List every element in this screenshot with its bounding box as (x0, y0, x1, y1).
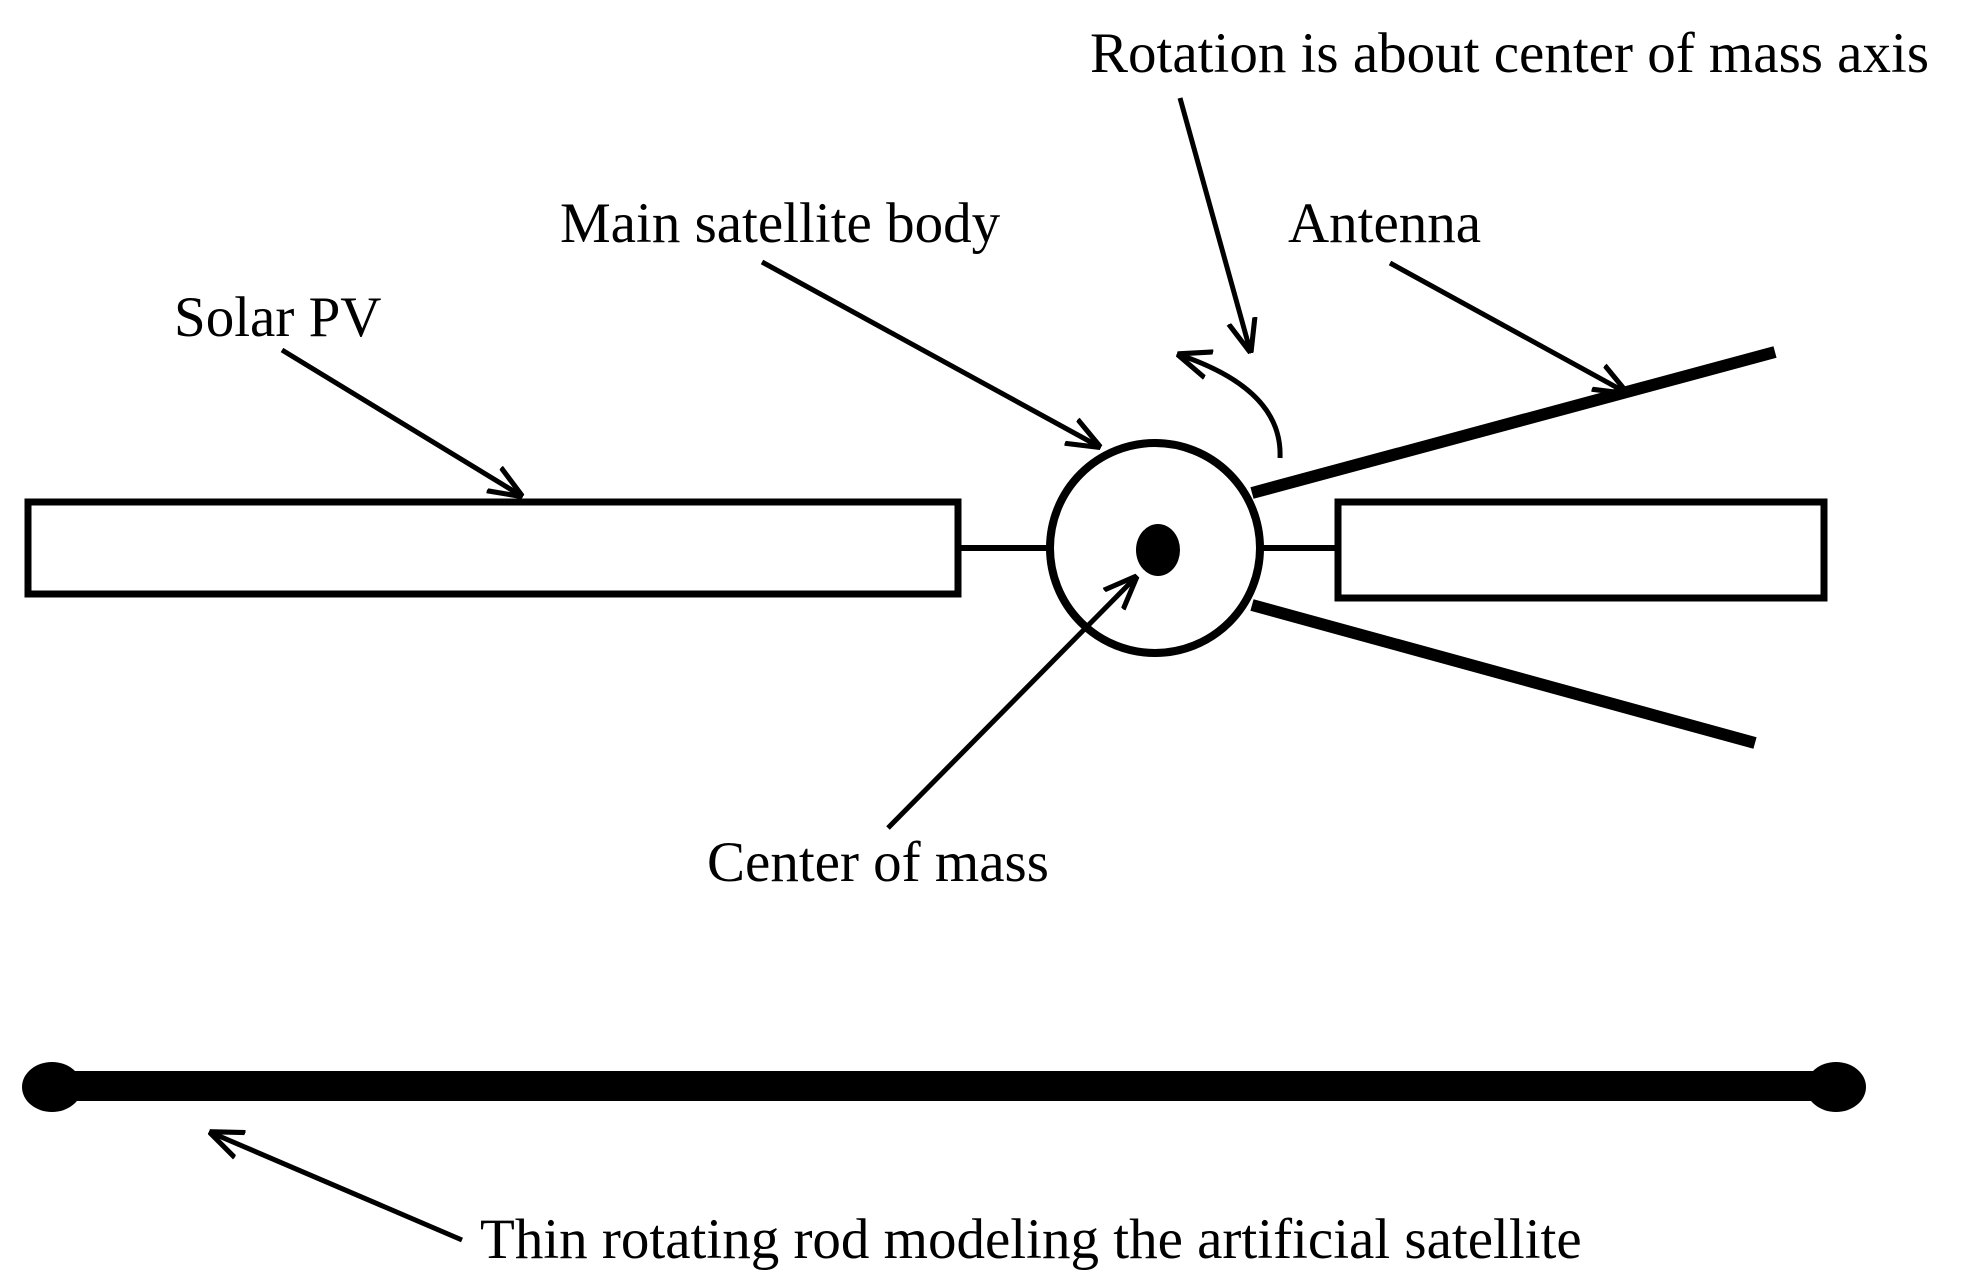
label-solar-pv: Solar PV (174, 286, 381, 349)
antenna-lower (1250, 599, 1757, 749)
rotation-arrow (1180, 355, 1283, 459)
antenna-upper (1250, 346, 1777, 499)
rod-model-pointer (212, 1133, 463, 1243)
solar-pv-pointer (280, 347, 520, 495)
solar-pv-panel (24, 498, 962, 598)
main-body-pointer (760, 259, 1098, 446)
thin-rod-model (22, 1062, 1866, 1112)
center-of-mass-pointer (886, 578, 1135, 830)
label-thin-rod-model: Thin rotating rod modeling the artificia… (480, 1208, 1582, 1271)
antenna-pointer (1388, 260, 1625, 392)
rod-end-left (22, 1062, 82, 1112)
rod-end-right (1806, 1062, 1866, 1112)
label-antenna: Antenna (1288, 192, 1481, 255)
satellite-drawing (24, 346, 1828, 749)
center-of-mass-dot (1136, 524, 1180, 576)
label-rotation-axis: Rotation is about center of mass axis (1090, 22, 1929, 85)
rotation-axis-pointer (1177, 97, 1250, 350)
right-panel (1334, 498, 1828, 602)
label-main-satellite-body: Main satellite body (560, 192, 1001, 255)
label-center-of-mass: Center of mass (707, 831, 1049, 894)
